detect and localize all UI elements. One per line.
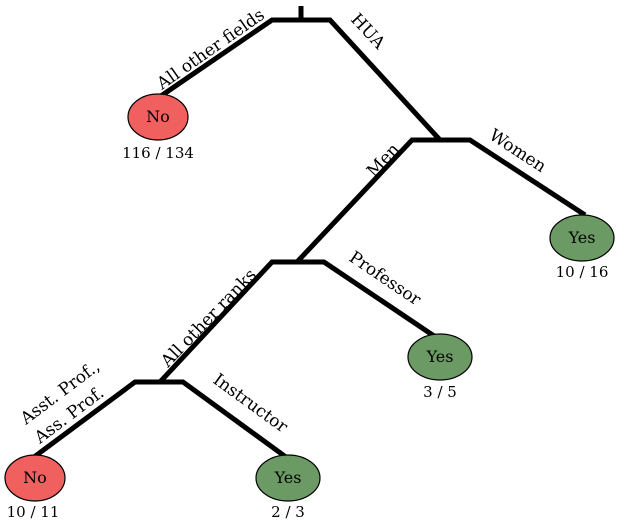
leaf-instructor: Yes 2 / 3 bbox=[255, 454, 321, 521]
leaf-ellipse bbox=[549, 214, 615, 262]
leaf-ellipse bbox=[127, 93, 189, 141]
root-split-branch bbox=[156, 17, 442, 142]
edge-label-men: Men bbox=[363, 140, 404, 182]
leaf-professor: Yes 3 / 5 bbox=[407, 333, 473, 401]
leaf-all-other-fields: No 116 / 134 bbox=[122, 93, 194, 162]
leaf-ellipse bbox=[255, 454, 321, 502]
leaf-ellipse bbox=[4, 454, 66, 502]
edge-label-all-other-fields: All other fields bbox=[153, 5, 269, 95]
rank-split-branch bbox=[158, 259, 445, 384]
leaf-count: 10 / 11 bbox=[7, 503, 60, 521]
leaf-label: No bbox=[23, 468, 47, 487]
leaf-women: Yes 10 / 16 bbox=[549, 214, 615, 281]
subrank-split-branch bbox=[28, 379, 292, 463]
edge-label-all-other-ranks: All other ranks bbox=[157, 265, 261, 372]
leaf-count: 3 / 5 bbox=[423, 383, 457, 401]
leaf-asst-ass-prof: No 10 / 11 bbox=[4, 454, 66, 521]
leaf-count: 10 / 16 bbox=[556, 263, 609, 281]
leaf-label: Yes bbox=[274, 468, 302, 487]
leaf-label: No bbox=[146, 107, 170, 126]
edge-label-instructor: Instructor bbox=[209, 370, 292, 438]
gender-split-branch bbox=[295, 137, 587, 264]
leaf-ellipse bbox=[407, 333, 473, 381]
leaf-label: Yes bbox=[568, 228, 596, 247]
leaf-count: 2 / 3 bbox=[271, 503, 305, 521]
leaf-label: Yes bbox=[426, 347, 454, 366]
leaf-count: 116 / 134 bbox=[122, 144, 194, 162]
